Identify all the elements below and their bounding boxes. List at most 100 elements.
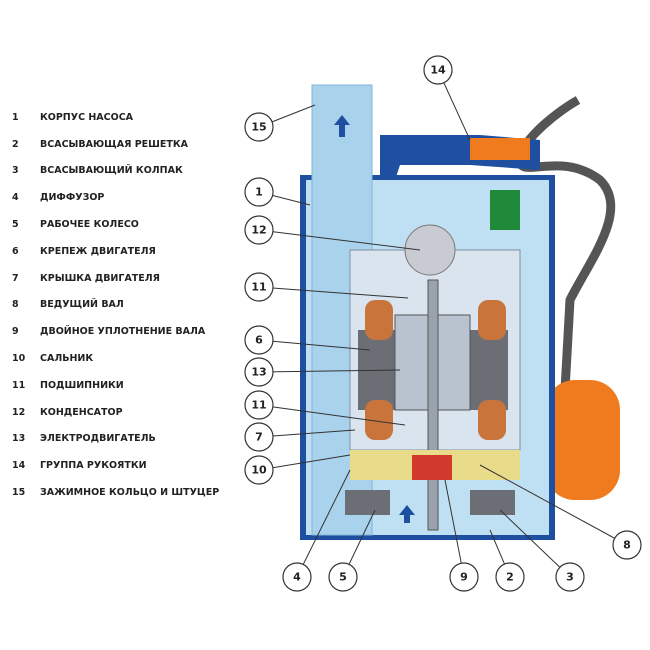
leader-line [258, 404, 406, 426]
leader-line [258, 454, 351, 471]
leader-line [296, 469, 351, 578]
callout-1: 1 [244, 177, 274, 207]
arrow-up-icon [399, 505, 415, 523]
legend-number: 13 [12, 433, 26, 445]
legend-label: ДИФФУЗОР [40, 192, 105, 204]
callout-2: 2 [495, 562, 525, 592]
handle-grip [470, 138, 530, 160]
legend-label: КРЕПЕЖ ДВИГАТЕЛЯ [40, 245, 156, 257]
callout-number: 1 [255, 186, 263, 199]
seal [412, 455, 452, 480]
leader-line [499, 509, 571, 578]
callout-13: 13 [244, 357, 274, 387]
winding [478, 400, 506, 440]
leader-line [444, 479, 465, 578]
legend-label: САЛЬНИК [40, 353, 94, 365]
callout-circle [244, 112, 274, 142]
callout-circle [244, 422, 274, 452]
callout-number: 11 [251, 281, 266, 294]
legend-number: 3 [12, 165, 19, 177]
legend-label: ВСАСЫВАЮЩАЯ РЕШЕТКА [40, 138, 188, 150]
leader-line [258, 286, 409, 299]
callout-circle [282, 562, 312, 592]
callout-circle [244, 177, 274, 207]
callout-11: 11 [244, 390, 274, 420]
leader-line [258, 229, 421, 251]
callout-14: 14 [423, 55, 453, 85]
legend-number: 10 [12, 353, 26, 365]
legend-label: ДВОЙНОЕ УПЛОТНЕНИЕ ВАЛА [40, 326, 206, 338]
legend-item: 10 САЛЬНИК [12, 345, 219, 372]
legend-number: 15 [12, 487, 26, 499]
callout-circle [449, 562, 479, 592]
shaft [427, 279, 439, 531]
legend-number: 7 [12, 272, 19, 284]
legend-item: 13 ЭЛЕКТРОДВИГАТЕЛЬ [12, 426, 219, 453]
callout-circle [495, 562, 525, 592]
callout-number: 10 [251, 464, 267, 477]
legend-label: ВСАСЫВАЮЩИЙ КОЛПАК [40, 165, 183, 177]
leader-line [258, 369, 401, 373]
callout-circle [244, 455, 274, 485]
legend-number: 4 [12, 192, 19, 204]
legend-label: ЭЛЕКТРОДВИГАТЕЛЬ [40, 433, 156, 445]
legend-number: 11 [12, 379, 26, 391]
legend-label: ПОДШИПНИКИ [40, 379, 124, 391]
callout-circle [244, 215, 274, 245]
legend-number: 5 [12, 219, 19, 231]
legend-item: 4 ДИФФУЗОР [12, 184, 219, 211]
callout-circle [244, 272, 274, 302]
cable [515, 96, 616, 391]
switch-box [490, 190, 520, 230]
callout-circle [612, 530, 642, 560]
callout-5: 5 [328, 562, 358, 592]
callout-number: 5 [339, 571, 347, 584]
callout-3: 3 [555, 562, 585, 592]
callout-circle [244, 390, 274, 420]
leader-line [258, 339, 371, 351]
callout-12: 12 [244, 215, 274, 245]
callout-8: 8 [612, 530, 642, 560]
callout-number: 2 [506, 571, 514, 584]
legend-number: 9 [12, 326, 19, 338]
legend-item: 11 ПОДШИПНИКИ [12, 372, 219, 399]
float-switch [545, 380, 620, 500]
leader-line [479, 464, 628, 546]
callout-4: 4 [282, 562, 312, 592]
callout-number: 4 [293, 571, 301, 584]
legend-item: 6 КРЕПЕЖ ДВИГАТЕЛЯ [12, 238, 219, 265]
callout-number: 12 [251, 224, 266, 237]
legend-label: ВЕДУЩИЙ ВАЛ [40, 299, 124, 311]
callout-number: 6 [255, 334, 263, 347]
callout-circle [244, 325, 274, 355]
callout-number: 14 [430, 64, 446, 77]
callout-9: 9 [449, 562, 479, 592]
callout-number: 13 [251, 366, 266, 379]
callout-circle [244, 357, 274, 387]
winding [365, 300, 393, 340]
impeller [345, 490, 390, 515]
callout-circle [555, 562, 585, 592]
callout-10: 10 [244, 455, 274, 485]
callout-circle [328, 562, 358, 592]
callout-number: 11 [251, 399, 266, 412]
legend-label: КРЫШКА ДВИГАТЕЛЯ [40, 272, 160, 284]
callout-7: 7 [244, 422, 274, 452]
legend-number: 6 [12, 245, 19, 257]
callout-number: 8 [623, 539, 631, 552]
legend-number: 14 [12, 460, 26, 472]
callout-number: 9 [460, 571, 468, 584]
legend-number: 12 [12, 406, 26, 418]
legend-item: 3 ВСАСЫВАЮЩИЙ КОЛПАК [12, 158, 219, 185]
legend-item: 7 КРЫШКА ДВИГАТЕЛЯ [12, 265, 219, 292]
